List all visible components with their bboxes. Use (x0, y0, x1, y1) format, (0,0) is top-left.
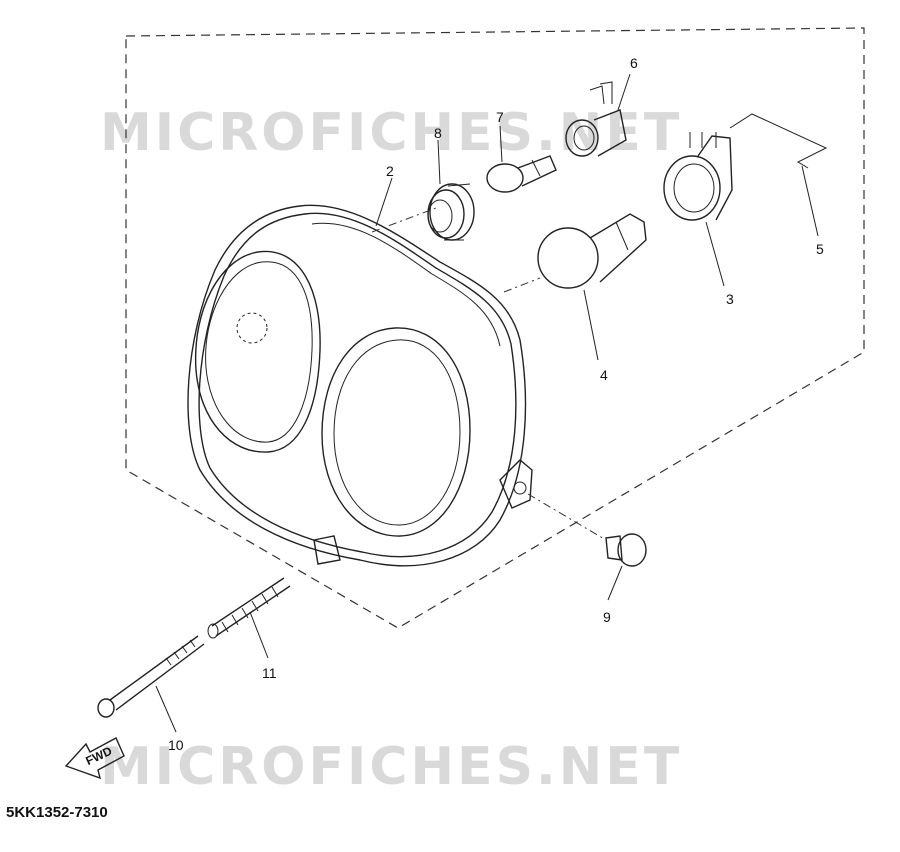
callout-5: 5 (816, 241, 824, 257)
headlight-housing (187, 204, 533, 567)
callout-9: 9 (603, 609, 611, 625)
callout-3: 3 (726, 291, 734, 307)
left-lens (194, 250, 321, 453)
watermark-top: MICROFICHES.NET (100, 103, 682, 163)
mount-bracket-right (499, 459, 533, 509)
callout-11: 11 (262, 665, 277, 681)
callout-2: 2 (386, 163, 394, 179)
bulb-socket (565, 81, 627, 157)
bulb-holder (663, 132, 733, 221)
right-lens (321, 327, 471, 537)
assembly-boundary (125, 27, 865, 629)
callout-8: 8 (434, 125, 442, 141)
axis-bulb (371, 207, 437, 233)
axis-clip (527, 493, 607, 541)
adjust-spring (207, 577, 291, 639)
position-bulb (486, 155, 557, 193)
lead-wire (729, 113, 828, 169)
leader-lines (155, 73, 819, 733)
watermark-bottom: MICROFICHES.NET (100, 737, 682, 797)
axis-bulb-2 (503, 277, 541, 293)
grommet (427, 183, 475, 241)
callout-7: 7 (496, 109, 504, 125)
callout-4: 4 (600, 367, 608, 383)
mount-hole (513, 481, 527, 495)
trim-clip (605, 533, 647, 567)
mount-tab-bottom (313, 535, 341, 565)
callout-10: 10 (168, 737, 184, 753)
diagram-reference-code: 5KK1352-7310 (6, 804, 108, 821)
adjust-bolt (97, 635, 205, 718)
headlight-bulb (537, 213, 647, 289)
callout-6: 6 (630, 55, 638, 71)
